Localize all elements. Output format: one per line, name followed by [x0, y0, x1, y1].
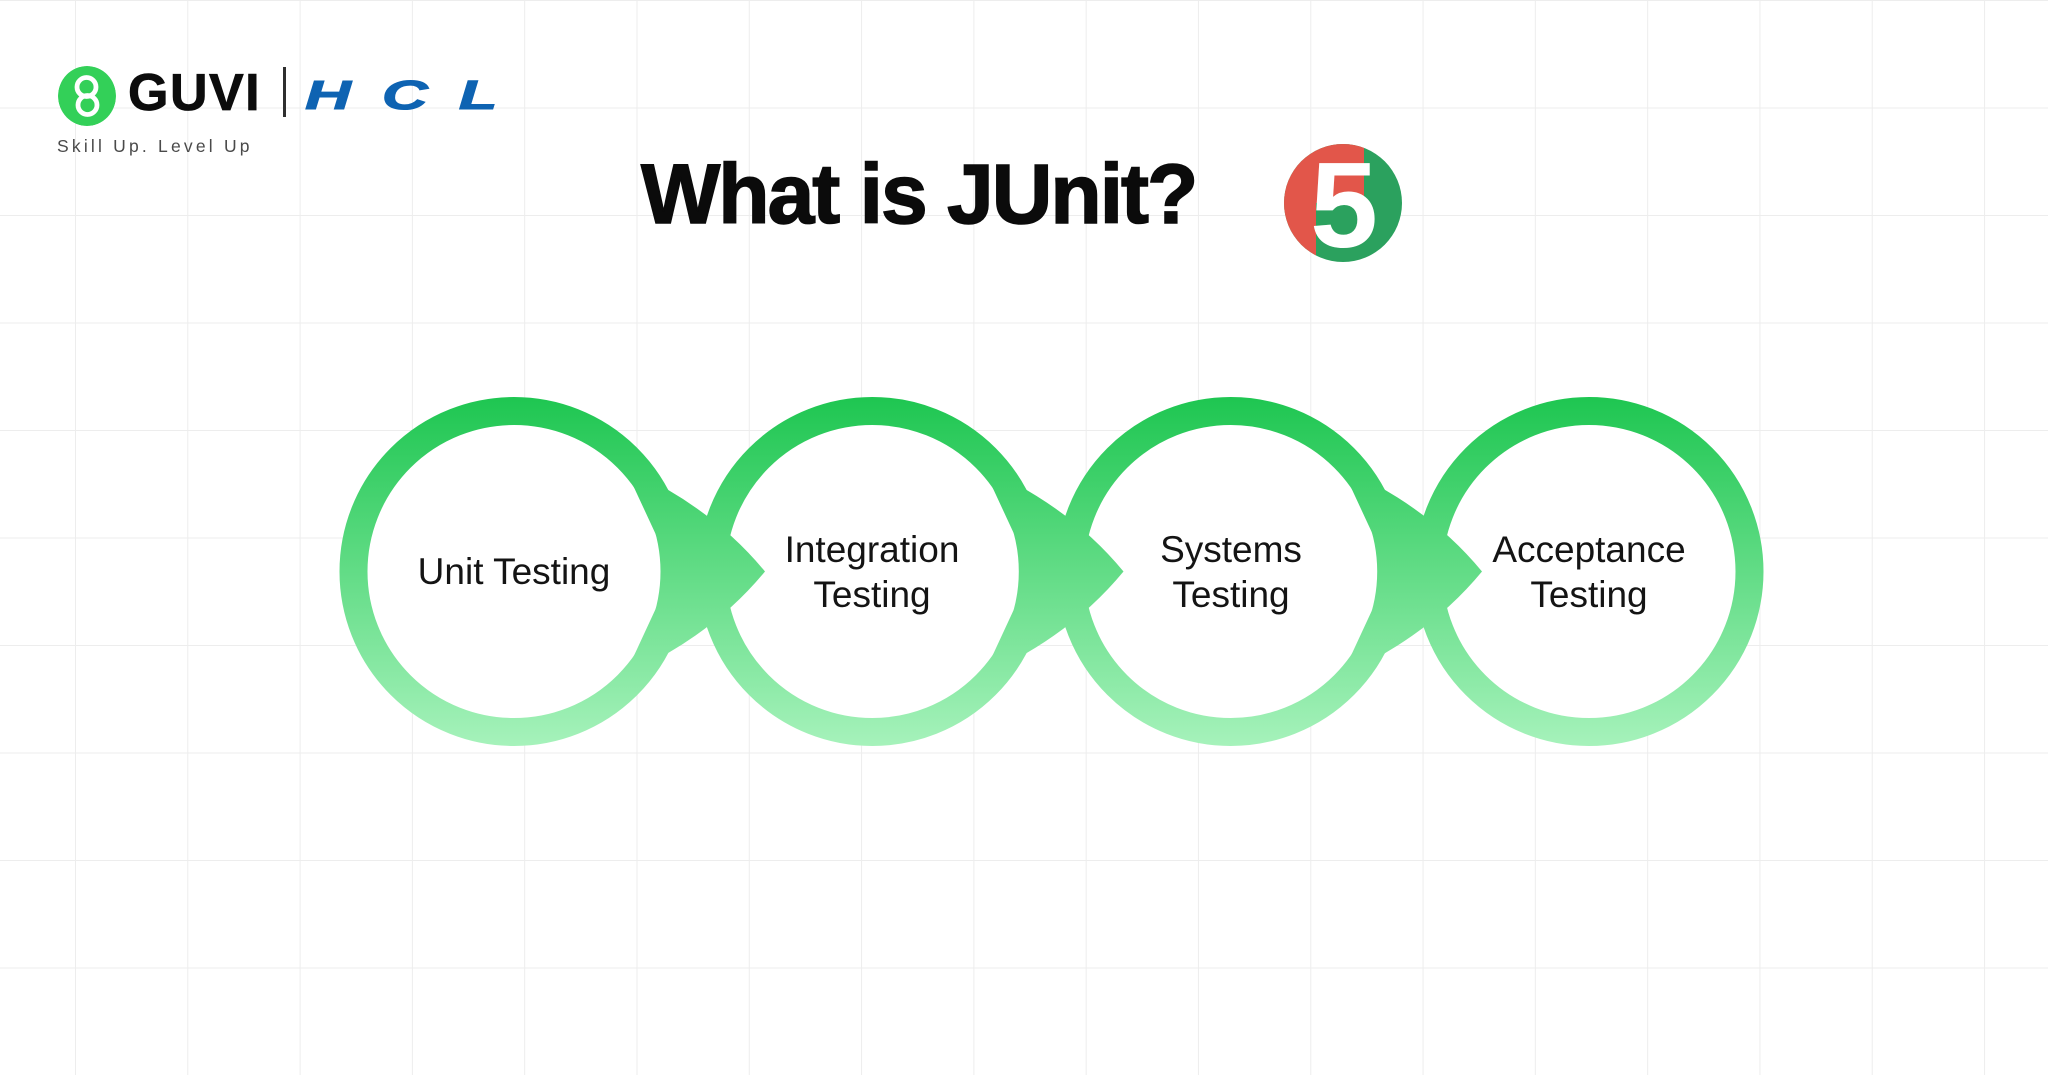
page-title: What is JUnit?	[640, 147, 1199, 241]
stage-label-line: Systems	[1160, 528, 1302, 570]
stage-label-line: Unit Testing	[417, 551, 611, 592]
arrow-connector-3	[1342, 468, 1482, 675]
stage-label-line: Integration	[784, 528, 960, 570]
stage-label-line: Testing	[1172, 573, 1290, 615]
arrow-connector-1	[625, 468, 765, 675]
arrow-connector-2	[983, 468, 1124, 675]
brand-divider	[283, 67, 286, 117]
stage-label-systems: Systems Testing	[1061, 450, 1401, 693]
junit-version-number: 5	[1310, 144, 1378, 262]
hcl-wordmark: HCL	[304, 72, 529, 118]
brand-tagline: Skill Up. Level Up	[57, 136, 253, 156]
junit5-logo-icon: 5	[1284, 144, 1402, 262]
stage-label-line: Testing	[813, 573, 931, 615]
guvi-wordmark: GUVI	[128, 64, 262, 122]
stage-label-integration: Integration Testing	[702, 450, 1042, 693]
stage-label-acceptance: Acceptance Testing	[1419, 450, 1759, 693]
stage-label-line: Acceptance	[1492, 528, 1686, 570]
stage-label-unit: Unit Testing	[344, 450, 684, 693]
stage-label-line: Testing	[1530, 573, 1648, 615]
guvi-logo-icon	[58, 66, 116, 126]
